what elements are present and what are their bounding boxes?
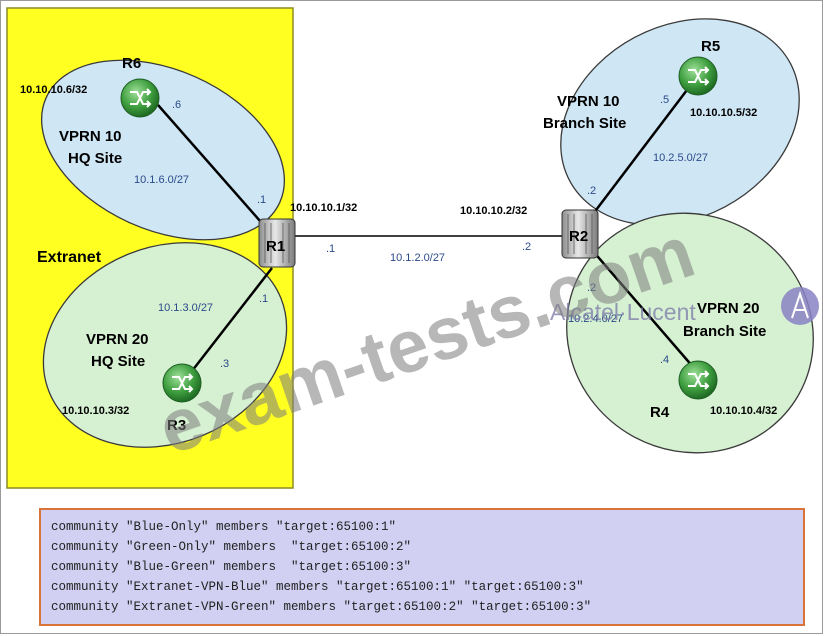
router-r4-icon: [678, 360, 718, 400]
r1-loopback: 10.10.10.1/32: [290, 202, 357, 214]
host-r2-to-r1: .2: [522, 241, 531, 253]
subnet-r1-r6: 10.1.6.0/27: [134, 174, 189, 186]
subnet-r1-r3: 10.1.3.0/27: [158, 302, 213, 314]
link-r2-r5: [589, 85, 691, 219]
host-r1-to-r2: .1: [326, 243, 335, 255]
host-r2-to-r5: .2: [587, 185, 596, 197]
r3-name: R3: [167, 417, 186, 434]
host-r4: .4: [660, 354, 669, 366]
community-line: community "Green-Only" members "target:6…: [51, 540, 412, 554]
r3-loopback: 10.10.10.3/32: [62, 405, 129, 417]
vprn20-branch-site: [566, 212, 814, 454]
r4-loopback: 10.10.10.4/32: [710, 405, 777, 417]
alcatel-lucent-logo-text: Alcatel·Lucent: [550, 299, 696, 325]
r6-name: R6: [122, 55, 141, 72]
subnet-r1-r2: 10.1.2.0/27: [390, 252, 445, 264]
community-line: community "Extranet-VPN-Green" members "…: [51, 600, 592, 614]
router-r6-icon: [120, 78, 160, 118]
router-r2: [561, 209, 599, 259]
subnet-r2-r4: 10.2.4.0/27: [568, 313, 623, 325]
router-r1: [258, 218, 296, 268]
community-line: community "Blue-Green" members "target:6…: [51, 560, 412, 574]
vprn20-branch-line2: Branch Site: [683, 323, 766, 340]
vprn10-hq-site: [40, 59, 286, 241]
community-line: community "Blue-Only" members "target:65…: [51, 520, 397, 534]
r5-loopback: 10.10.10.5/32: [690, 107, 757, 119]
extranet-label: Extranet: [37, 249, 102, 266]
vprn10-branch-line2: Branch Site: [543, 115, 626, 132]
network-diagram: Extranet R1 R2 R6 R3 R5 R4 10.10.10.1/32…: [6, 7, 819, 489]
host-r3: .3: [220, 358, 229, 370]
router-r5-icon: [678, 56, 718, 96]
vprn10-hq-line1: VPRN 10: [59, 128, 122, 145]
host-r6: .6: [172, 99, 181, 111]
link-r1-r6: [157, 104, 269, 231]
community-definitions: community "Blue-Only" members "target:65…: [39, 508, 805, 626]
vprn20-hq-line2: HQ Site: [91, 353, 145, 370]
vprn10-branch-site: [560, 18, 800, 226]
host-r2-to-r4: .2: [587, 282, 596, 294]
r6-loopback: 10.10.10.6/32: [20, 84, 87, 96]
alcatel-lucent-logo-icon: [781, 287, 819, 325]
r5-name: R5: [701, 38, 720, 55]
community-line: community "Extranet-VPN-Blue" members "t…: [51, 580, 584, 594]
r4-name: R4: [650, 404, 670, 421]
vprn20-branch-line1: VPRN 20: [697, 300, 760, 317]
link-r1-r3: [184, 267, 273, 381]
vprn20-hq-line1: VPRN 20: [86, 331, 149, 348]
r2-name: R2: [569, 228, 588, 245]
host-r5: .5: [660, 94, 669, 106]
subnet-r2-r5: 10.2.5.0/27: [653, 152, 708, 164]
vprn10-branch-line1: VPRN 10: [557, 93, 620, 110]
vprn10-hq-line2: HQ Site: [68, 150, 122, 167]
vprn20-hq-site: [42, 242, 288, 448]
r1-name: R1: [266, 238, 285, 255]
host-r1-to-r6: .1: [257, 194, 266, 206]
r2-loopback: 10.10.10.2/32: [460, 205, 527, 217]
link-r2-r4: [591, 249, 701, 376]
host-r1-to-r3: .1: [259, 293, 268, 305]
